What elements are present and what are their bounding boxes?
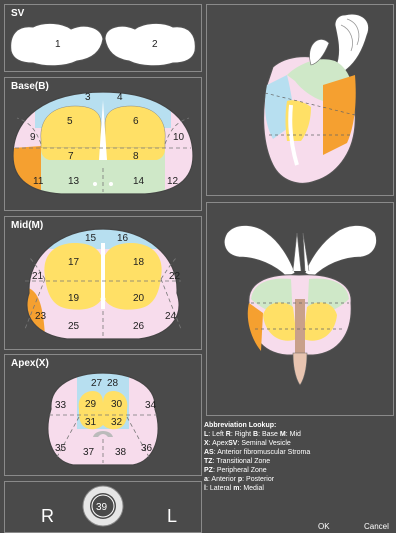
region-3-label: 3: [85, 92, 91, 103]
base-diagram: 3 4 5 6 9 10 7 8 11 13 14 12: [5, 78, 201, 210]
cancel-button[interactable]: Cancel: [364, 522, 389, 531]
region-23-label: 23: [35, 311, 47, 322]
region-5-label: 5: [67, 116, 73, 127]
region-18-label: 18: [133, 257, 145, 268]
ok-button[interactable]: OK: [318, 522, 330, 531]
urethra-panel: 39 R L: [4, 481, 202, 533]
region-4-label: 4: [117, 92, 123, 103]
mid-diagram: 15 16 17 18 21 22 19 20 23 24 25 26: [5, 217, 201, 349]
seminal-vesicle-left-coronal: [224, 225, 295, 277]
apex-diagram: 27 28 33 34 29 30 31 32 35 37 38 36: [5, 355, 201, 475]
region-33-label: 33: [55, 400, 67, 411]
region-26-label: 26: [133, 321, 145, 332]
right-side-label: R: [41, 506, 54, 527]
ejaculatory-duct-right: [109, 182, 113, 186]
region-16-label: 16: [117, 233, 129, 244]
region-14-label: 14: [133, 176, 145, 187]
apex-panel: Apex(X) 27 28 33 34 29 30 31 32 35 37 38: [4, 354, 202, 476]
region-2-shape[interactable]: [105, 23, 195, 65]
region-29-label: 29: [85, 399, 97, 410]
region-38-label: 38: [115, 447, 127, 458]
abbreviation-legend: Abbreviation Lookup: L: Left R: Right B:…: [204, 421, 394, 493]
coronal-diagram: [207, 203, 393, 415]
region-39-label: 39: [96, 502, 108, 513]
region-10-label: 10: [173, 132, 185, 143]
region-24-label: 24: [165, 311, 177, 322]
region-30-label: 30: [111, 399, 123, 410]
region-25-label: 25: [68, 321, 80, 332]
legend-heading: Abbreviation Lookup:: [204, 421, 394, 430]
coronal-panel: [206, 202, 394, 416]
region-32-label: 32: [111, 417, 123, 428]
region-31-label: 31: [85, 417, 97, 428]
legend-line-5: PZ: Peripheral Zone: [204, 466, 394, 475]
sv-panel: SV 1 2: [4, 4, 202, 72]
prostate-coronal: [248, 275, 351, 385]
legend-line-7: l: Lateral m: Medial: [204, 484, 394, 493]
region-21-label: 21: [32, 271, 44, 282]
region-37-label: 37: [83, 447, 95, 458]
seminal-vesicle-sagittal: [335, 14, 369, 72]
region-15-label: 15: [85, 233, 97, 244]
legend-line-1: L: Left R: Right B: Base M: Mid: [204, 430, 394, 439]
region-35-label: 35: [55, 443, 67, 454]
urethra-mid: [101, 297, 106, 302]
region-17-label: 17: [68, 257, 80, 268]
region-22-label: 22: [169, 271, 181, 282]
legend-line-6: a: Anterior p: Posterior: [204, 475, 394, 484]
region-2-label: 2: [152, 39, 158, 50]
region-6-label: 6: [133, 116, 139, 127]
mid-panel: Mid(M) 15 16 17 18 21 22 19 20: [4, 216, 202, 350]
region-11-label: 11: [33, 176, 44, 187]
region-19-label: 19: [68, 293, 80, 304]
region-27-label: 27: [91, 378, 103, 389]
region-13-label: 13: [68, 176, 80, 187]
region-7-label: 7: [68, 151, 74, 162]
sv-diagram: 1 2: [5, 5, 201, 71]
left-side-label: L: [167, 506, 177, 527]
base-panel: Base(B) 3 4 5 6 9 10 7 8 11: [4, 77, 202, 211]
seminal-vesicle-right-coronal: [305, 225, 376, 277]
region-28-label: 28: [107, 378, 119, 389]
legend-line-3: AS: Anterior fibromuscular Stroma: [204, 448, 394, 457]
region-12-label: 12: [167, 176, 179, 187]
legend-line-2: X: ApexSV: Seminal Vesicle: [204, 439, 394, 448]
region-1-label: 1: [55, 39, 61, 50]
region-34-label: 34: [145, 400, 157, 411]
ejaculatory-duct-left: [93, 182, 97, 186]
sagittal-diagram: [207, 5, 393, 195]
region-36-label: 36: [141, 443, 153, 454]
sagittal-panel: [206, 4, 394, 196]
region-20-label: 20: [133, 293, 145, 304]
region-8-label: 8: [133, 151, 139, 162]
region-9-label: 9: [30, 132, 36, 143]
legend-line-4: TZ: Transitional Zone: [204, 457, 394, 466]
